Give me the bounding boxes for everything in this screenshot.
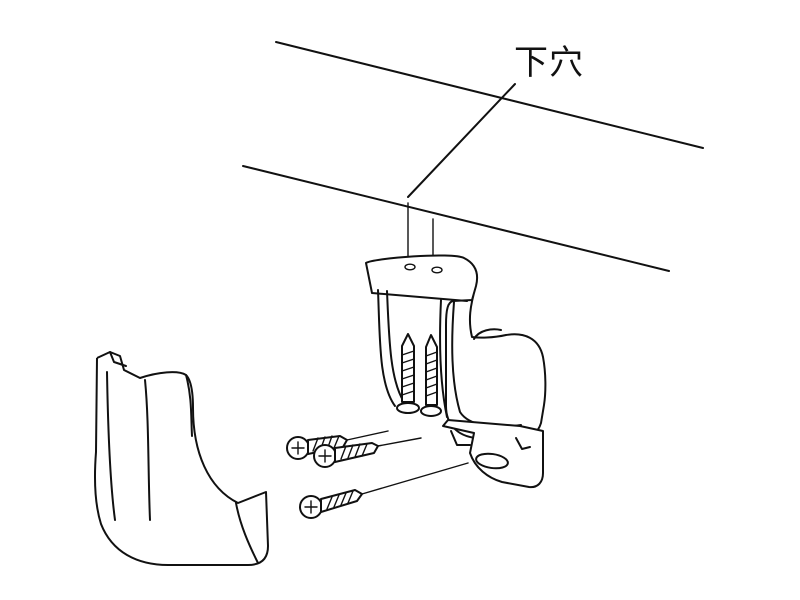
side-screw-middle bbox=[313, 437, 422, 468]
cover-cap bbox=[94, 351, 269, 566]
wall-top-line bbox=[275, 41, 704, 149]
bracket bbox=[365, 254, 547, 489]
vertical-screw-left bbox=[396, 333, 420, 414]
pilot-hole-label: 下穴 bbox=[514, 43, 584, 83]
side-screw-bottom bbox=[299, 462, 469, 519]
wall-bottom-line bbox=[242, 165, 670, 272]
callout-leader bbox=[407, 83, 516, 198]
vertical-screw-right bbox=[420, 334, 442, 417]
